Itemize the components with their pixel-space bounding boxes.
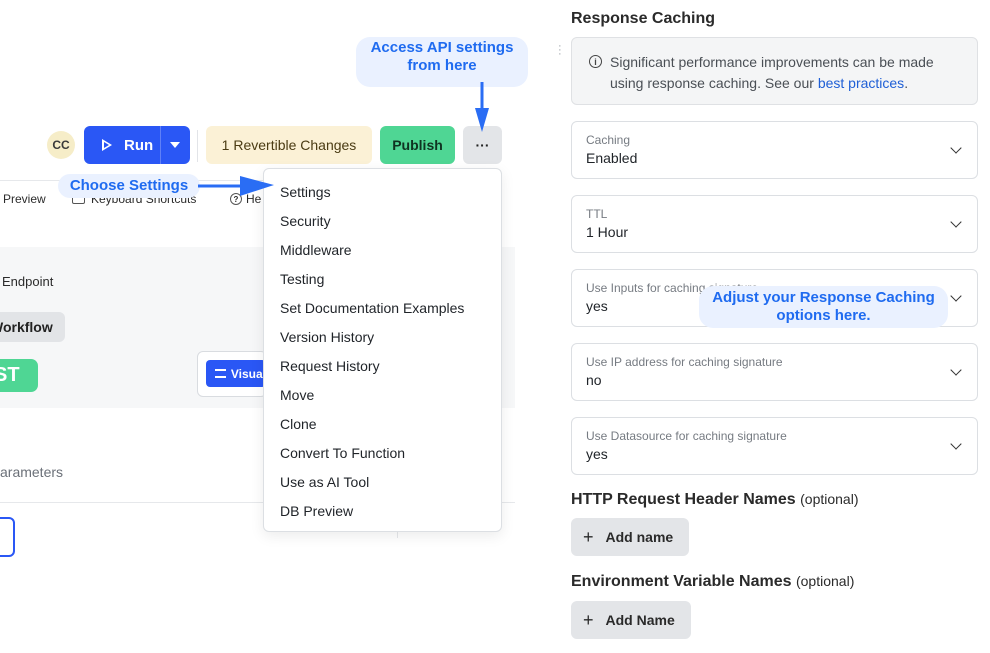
- menu-item-middleware[interactable]: Middleware: [280, 242, 352, 258]
- ttl-select-label: TTL: [586, 207, 608, 221]
- menu-item-set-documentation-examples[interactable]: Set Documentation Examples: [280, 300, 465, 316]
- env-variable-names-label: Environment Variable Names: [571, 573, 792, 590]
- add-header-name-button[interactable]: + Add name: [571, 518, 689, 556]
- chevron-down-icon: [950, 142, 962, 154]
- ttl-select-value: 1 Hour: [586, 224, 629, 240]
- use-datasource-select-value: yes: [586, 446, 608, 462]
- tab-help-label: He: [246, 192, 262, 206]
- menu-item-version-history[interactable]: Version History: [280, 329, 375, 345]
- caching-select-value: Enabled: [586, 150, 638, 166]
- menu-item-testing[interactable]: Testing: [280, 271, 325, 287]
- avatar[interactable]: CC: [47, 131, 75, 159]
- plus-icon: +: [583, 609, 594, 630]
- visual-view-label: Visual: [230, 366, 266, 381]
- info-icon: i: [589, 55, 602, 68]
- use-ip-select[interactable]: Use IP address for caching signature no: [571, 343, 978, 401]
- tab-preview[interactable]: Preview: [3, 192, 46, 206]
- info-tail: .: [904, 75, 909, 91]
- more-options-button[interactable]: ···: [463, 126, 502, 164]
- help-icon: ?: [230, 193, 242, 205]
- menu-item-request-history[interactable]: Request History: [280, 358, 380, 374]
- add-env-name-button[interactable]: + Add Name: [571, 601, 691, 639]
- menu-item-settings[interactable]: Settings: [280, 184, 331, 200]
- use-ip-select-value: no: [586, 372, 602, 388]
- parameters-label: arameters: [0, 464, 64, 480]
- endpoint-label: Endpoint: [2, 274, 54, 289]
- method-badge: ST: [0, 359, 38, 392]
- chevron-down-icon[interactable]: [170, 142, 180, 148]
- add-header-name-label: Add name: [605, 529, 674, 545]
- callout-adjust-line2: options here.: [776, 307, 871, 324]
- play-icon: [102, 139, 112, 151]
- best-practices-link[interactable]: best practices: [817, 75, 905, 91]
- callout-api-line1: Access API settings: [370, 39, 514, 56]
- callout-adjust-line1: Adjust your Response Caching: [712, 289, 935, 306]
- env-variable-names-title: Environment Variable Names (optional): [571, 573, 854, 591]
- chevron-down-icon: [950, 290, 962, 302]
- menu-item-clone[interactable]: Clone: [280, 416, 317, 432]
- visual-view-button[interactable]: Visual: [206, 360, 266, 387]
- chevron-down-icon: [950, 216, 962, 228]
- chevron-down-icon: [950, 438, 962, 450]
- chevron-down-icon: [950, 364, 962, 376]
- callout-api-line2: from here: [407, 57, 477, 74]
- revertible-changes-button[interactable]: 1 Revertible Changes: [206, 126, 372, 164]
- info-text: Significant performance improvements can…: [610, 52, 970, 94]
- list-icon: [215, 369, 226, 378]
- menu-item-convert-to-function[interactable]: Convert To Function: [280, 445, 406, 461]
- more-options-menu: Settings Security Middleware Testing Set…: [263, 168, 502, 532]
- workflow-editor: CC Run 1 Revertible Changes Publish ··· …: [0, 0, 515, 557]
- response-caching-title: Response Caching: [571, 10, 716, 27]
- tab-help[interactable]: ? He: [230, 192, 261, 206]
- run-split-divider: [160, 126, 161, 164]
- caching-select-label: Caching: [586, 133, 631, 147]
- workflow-chip: Workflow: [0, 312, 65, 342]
- info-banner: i Significant performance improvements c…: [571, 37, 978, 105]
- add-env-name-label: Add Name: [605, 612, 675, 628]
- callout-adjust-caching: Adjust your Response Caching options her…: [699, 286, 948, 328]
- callout-choose-settings: Choose Settings: [58, 174, 200, 198]
- http-header-names-optional: (optional): [800, 491, 859, 507]
- use-datasource-select[interactable]: Use Datasource for caching signature yes: [571, 417, 978, 475]
- http-header-names-label: HTTP Request Header Names: [571, 491, 796, 508]
- use-ip-select-label: Use IP address for caching signature: [586, 355, 783, 369]
- use-inputs-select-value: yes: [586, 298, 608, 314]
- plus-icon: +: [583, 526, 594, 547]
- ttl-select[interactable]: TTL 1 Hour: [571, 195, 978, 253]
- workflow-chip-label: Workflow: [0, 319, 53, 335]
- menu-item-db-preview[interactable]: DB Preview: [280, 503, 354, 519]
- run-label: Run: [124, 136, 154, 154]
- menu-item-use-as-ai-tool[interactable]: Use as AI Tool: [280, 474, 370, 490]
- callout-api-settings: Access API settings from here: [356, 37, 528, 87]
- method-badge-label: ST: [0, 364, 20, 386]
- run-button[interactable]: Run: [84, 126, 190, 164]
- menu-item-security[interactable]: Security: [280, 213, 331, 229]
- info-body: Significant performance improvements can…: [610, 54, 934, 91]
- menu-item-move[interactable]: Move: [280, 387, 315, 403]
- arrow-to-settings-icon: [198, 176, 274, 196]
- parameters-divider: [0, 502, 515, 503]
- use-datasource-select-label: Use Datasource for caching signature: [586, 429, 787, 443]
- http-header-names-title: HTTP Request Header Names (optional): [571, 491, 859, 509]
- env-variable-names-optional: (optional): [795, 573, 855, 589]
- caching-select[interactable]: Caching Enabled: [571, 121, 978, 179]
- drag-handle-icon[interactable]: ···: [558, 40, 562, 60]
- parameter-input[interactable]: [0, 517, 15, 557]
- arrow-to-more-icon: [475, 82, 489, 132]
- publish-button[interactable]: Publish: [380, 126, 455, 164]
- toolbar-divider: [197, 130, 198, 162]
